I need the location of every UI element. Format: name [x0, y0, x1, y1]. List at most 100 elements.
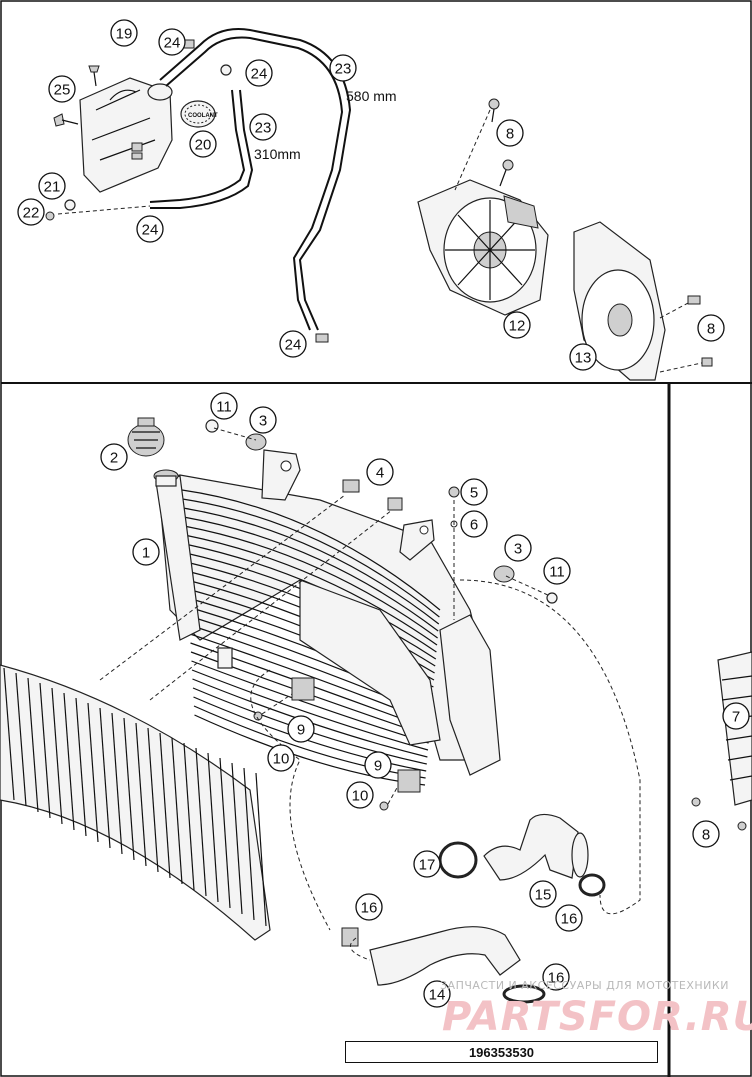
callout-label: 24: [285, 337, 302, 354]
callout-circle: [555, 904, 583, 932]
callout-16: 16: [555, 904, 583, 932]
guard-fin: [219, 757, 231, 909]
callout-circle: [48, 75, 76, 103]
callout-label: 24: [251, 66, 268, 83]
guard-fin: [123, 717, 135, 861]
guard-fin: [3, 667, 15, 801]
guard-fin: [87, 702, 99, 843]
coolant-cap-label: COOLANT: [188, 113, 218, 119]
callout-label: 4: [376, 465, 384, 482]
callout-circle: [542, 963, 570, 991]
hose-long-dimension: 580 mm: [346, 88, 397, 104]
radiator-fin: [193, 696, 427, 772]
mounting-rubbers: [217, 647, 421, 811]
callout-10: 10: [267, 744, 295, 772]
callout-label: 6: [470, 517, 478, 534]
guard-fin: [255, 772, 267, 927]
radiator-fin: [183, 525, 438, 639]
tank-screws: [45, 65, 100, 221]
callout-label: 16: [361, 900, 378, 917]
radiator-fan-right: [573, 221, 707, 381]
callout-label: 19: [116, 26, 133, 43]
guard-fins: [3, 667, 267, 927]
callout-label: 24: [164, 35, 181, 52]
guard-fin: [63, 692, 75, 831]
callout-label: 8: [506, 126, 514, 143]
callouts: 1924242520212224232324812138113245631117…: [17, 19, 750, 1008]
callout-9: 9: [287, 715, 315, 743]
callout-label: 23: [255, 120, 272, 137]
coolant-hose-upper: [483, 813, 589, 881]
hose-short-dimension: 310mm: [254, 146, 301, 162]
callout-circle: [503, 311, 531, 339]
callout-24: 24: [245, 59, 273, 87]
callout-label: 10: [352, 788, 369, 805]
guard-fin: [135, 722, 147, 867]
callout-25: 25: [48, 75, 76, 103]
callout-label: 24: [142, 222, 159, 239]
guard-fin: [183, 742, 195, 891]
callout-circle: [722, 702, 750, 730]
callout-label: 7: [732, 709, 740, 726]
coolant-hose-lower: [369, 926, 521, 986]
callout-circle: [38, 172, 66, 200]
callout-circle: [100, 443, 128, 471]
guard-fin: [231, 762, 243, 915]
callout-circle: [17, 198, 45, 226]
callout-label: 15: [535, 887, 552, 904]
callout-circle: [287, 715, 315, 743]
right-panel-guard: [691, 651, 752, 831]
callout-label: 20: [195, 137, 212, 154]
radiator-filler-neck: [153, 469, 179, 487]
callout-circle: [158, 28, 186, 56]
callout-circle: [136, 215, 164, 243]
callout-4: 4: [366, 458, 394, 486]
callout-label: 16: [548, 970, 565, 987]
callout-circle: [279, 330, 307, 358]
guard-fin: [99, 707, 111, 849]
callout-label: 12: [509, 318, 526, 335]
callout-circle: [496, 119, 524, 147]
callout-label: 14: [429, 987, 446, 1004]
callout-label: 21: [44, 179, 61, 196]
callout-16: 16: [542, 963, 570, 991]
expansion-tank: [79, 77, 173, 193]
callout-label: 8: [702, 827, 710, 844]
callout-label: 2: [110, 450, 118, 467]
callout-label: 3: [514, 541, 522, 558]
callout-19: 19: [110, 19, 138, 47]
guard-fin: [75, 697, 87, 837]
radiator-guard: [0, 494, 393, 941]
guard-fin: [147, 727, 159, 873]
callout-11: 11: [210, 392, 238, 420]
callout-circle: [543, 557, 571, 585]
callout-circle: [189, 130, 217, 158]
callout-circle: [132, 538, 160, 566]
radiator-fin: [191, 669, 429, 751]
callout-label: 22: [23, 205, 40, 222]
callout-label: 11: [216, 399, 232, 416]
callout-8: 8: [697, 314, 725, 342]
callout-16: 16: [355, 893, 383, 921]
rubber-grommets: [205, 419, 558, 604]
callout-label: 1: [142, 545, 150, 562]
callout-circle: [355, 893, 383, 921]
callout-20: 20: [189, 130, 217, 158]
watermark-caption: ЗАПЧАСТИ И АКСЕССУАРЫ ДЛЯ МОТОТЕХНИКИ: [440, 979, 729, 992]
fan-bolts: [488, 98, 713, 367]
callout-24: 24: [279, 330, 307, 358]
callout-label: 23: [335, 61, 352, 78]
callout-11: 11: [543, 557, 571, 585]
guard-fin: [171, 737, 183, 885]
callout-label: 25: [54, 82, 71, 99]
radiator-fan-left: [417, 109, 549, 316]
radiator-core: [155, 474, 501, 786]
guard-fin: [207, 752, 219, 903]
callout-label: 11: [549, 564, 565, 581]
callout-circle: [110, 19, 138, 47]
guard-fin: [15, 672, 27, 807]
guard-fin: [111, 712, 123, 855]
diagram-reference-number: 196353530: [345, 1041, 658, 1063]
reference-number-text: 196353530: [468, 1044, 535, 1060]
guard-fin: [27, 677, 39, 813]
